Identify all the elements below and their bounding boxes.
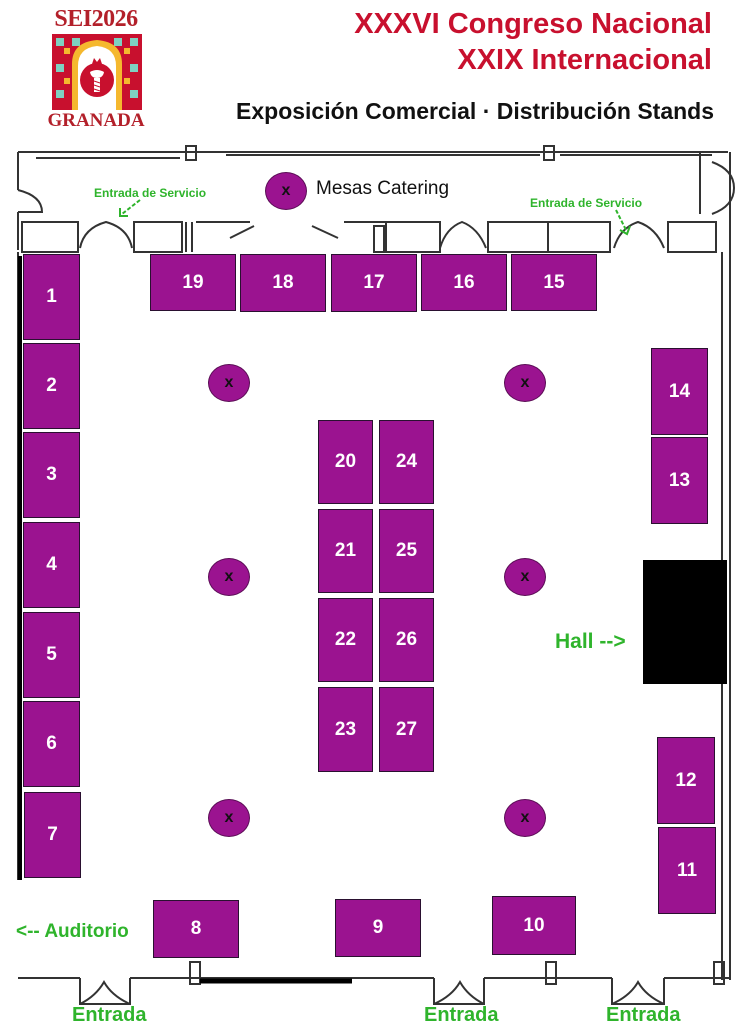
stand-7[interactable]: 7 bbox=[24, 792, 81, 878]
catering-table-4[interactable]: x bbox=[504, 558, 546, 596]
logo-bottom-text: GRANADA bbox=[47, 110, 145, 131]
stand-26[interactable]: 26 bbox=[379, 598, 434, 682]
auditorium-direction-label: <-- Auditorio bbox=[16, 921, 129, 942]
stand-3[interactable]: 3 bbox=[23, 432, 80, 518]
stand-10[interactable]: 10 bbox=[492, 896, 576, 955]
arrow-down-left-icon bbox=[119, 199, 141, 217]
stand-9[interactable]: 9 bbox=[335, 899, 421, 957]
stand-4[interactable]: 4 bbox=[23, 522, 80, 608]
stand-1[interactable]: 1 bbox=[23, 254, 80, 340]
stand-20[interactable]: 20 bbox=[318, 420, 373, 504]
stand-19[interactable]: 19 bbox=[150, 254, 236, 311]
stand-12[interactable]: 12 bbox=[657, 737, 715, 824]
catering-table-6[interactable]: x bbox=[504, 799, 546, 837]
entrance-left-label: Entrada bbox=[72, 1004, 147, 1026]
stand-22[interactable]: 22 bbox=[318, 598, 373, 682]
stand-5[interactable]: 5 bbox=[23, 612, 80, 698]
entrance-center-label: Entrada bbox=[424, 1004, 499, 1026]
hall-direction-label: Hall --> bbox=[555, 630, 626, 653]
catering-table-3[interactable]: x bbox=[208, 558, 250, 596]
stand-16[interactable]: 16 bbox=[421, 254, 507, 311]
stand-6[interactable]: 6 bbox=[23, 701, 80, 787]
stand-8[interactable]: 8 bbox=[153, 900, 239, 958]
hall-area bbox=[643, 560, 727, 684]
stand-18[interactable]: 18 bbox=[240, 254, 326, 312]
stand-27[interactable]: 27 bbox=[379, 687, 434, 772]
congress-title-national: XXXVI Congreso Nacional bbox=[354, 8, 712, 40]
stand-13[interactable]: 13 bbox=[651, 437, 708, 524]
legend-catering-symbol: x bbox=[265, 172, 307, 210]
stand-24[interactable]: 24 bbox=[379, 420, 434, 504]
service-entrance-left-label: Entrada de Servicio bbox=[94, 186, 207, 200]
stand-11[interactable]: 11 bbox=[658, 827, 716, 914]
page-subtitle: Exposición Comercial · Distribución Stan… bbox=[236, 98, 714, 124]
stand-23[interactable]: 23 bbox=[318, 687, 373, 772]
pomegranate-logo-icon bbox=[52, 34, 142, 110]
legend-catering-label: Mesas Catering bbox=[316, 178, 450, 199]
arrow-down-right-icon bbox=[615, 209, 631, 236]
catering-table-5[interactable]: x bbox=[208, 799, 250, 837]
stand-17[interactable]: 17 bbox=[331, 254, 417, 312]
logo-top-text: SEI2026 bbox=[54, 6, 138, 32]
congress-title-international: XXIX Internacional bbox=[457, 44, 712, 76]
stand-14[interactable]: 14 bbox=[651, 348, 708, 435]
stand-21[interactable]: 21 bbox=[318, 509, 373, 593]
catering-table-1[interactable]: x bbox=[208, 364, 250, 402]
stand-25[interactable]: 25 bbox=[379, 509, 434, 593]
stand-15[interactable]: 15 bbox=[511, 254, 597, 311]
service-entrance-right-label: Entrada de Servicio bbox=[530, 196, 643, 210]
stand-2[interactable]: 2 bbox=[23, 343, 80, 429]
entrance-right-label: Entrada bbox=[606, 1004, 681, 1026]
catering-table-2[interactable]: x bbox=[504, 364, 546, 402]
